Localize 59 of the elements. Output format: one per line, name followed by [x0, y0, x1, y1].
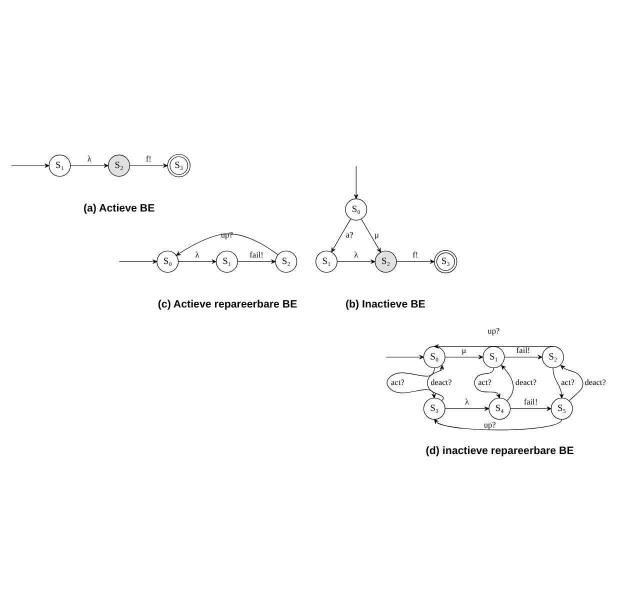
- label: (c) Actieve repareerbare BE: [158, 298, 298, 310]
- arrow: [434, 344, 554, 348]
- node-circle: S₀: [423, 346, 446, 368]
- edge-label: act?: [390, 378, 404, 387]
- arrow: [510, 406, 552, 410]
- edge-label: f!: [412, 250, 418, 260]
- edge-label: μ: [374, 230, 380, 239]
- arrow: [474, 366, 500, 398]
- node-circle: S₅: [550, 397, 573, 420]
- arrow: [331, 218, 352, 252]
- node-circle: S₁: [48, 154, 71, 176]
- arrow: [444, 406, 490, 410]
- arrow: [504, 354, 542, 359]
- arrow: [386, 366, 436, 398]
- edge-label: deact?: [430, 378, 452, 387]
- edge-label: deact?: [515, 378, 537, 387]
- edge-label: a?: [346, 230, 354, 239]
- label: (a) Actieve BE: [83, 202, 155, 214]
- label: (b) Inactieve BE: [345, 298, 426, 310]
- edge-label: f!: [146, 154, 152, 164]
- edge-label: fail!: [516, 346, 530, 355]
- edge-label: fail!: [524, 397, 538, 406]
- arrow: [176, 233, 278, 256]
- node-circle: S₀: [345, 198, 368, 220]
- edge-label: act?: [478, 378, 492, 387]
- arrow: [337, 259, 376, 264]
- arrow: [501, 364, 514, 400]
- node-circle: S₁: [316, 250, 338, 272]
- arrow: [444, 354, 484, 359]
- edge-label: fail!: [250, 250, 264, 260]
- node-circle: S₂: [275, 250, 298, 272]
- label: (d) inactieve repareerbare BE: [426, 444, 574, 456]
- arrow: [434, 418, 562, 430]
- arrow: [237, 259, 276, 264]
- edge-label: up?: [488, 326, 500, 336]
- arrow: [396, 259, 435, 264]
- arrow: [129, 162, 168, 168]
- arrow: [552, 366, 564, 398]
- arrow: [560, 364, 584, 400]
- edge-label: up?: [484, 420, 496, 430]
- node-circle: S₂: [374, 250, 397, 272]
- arrow: [178, 259, 216, 264]
- edge-label: λ: [464, 397, 470, 406]
- arrow: [70, 162, 109, 168]
- node-circle: S₄: [488, 397, 511, 420]
- node-circle: S₁: [216, 250, 238, 272]
- edge-label: deact?: [584, 378, 606, 387]
- edge-label: act?: [561, 378, 574, 387]
- edge-label: μ: [462, 346, 466, 355]
- edge-label: λ: [354, 250, 358, 260]
- node-circle: S₀: [156, 250, 179, 272]
- edge-label: λ: [195, 250, 200, 260]
- node-circle: S₂: [108, 154, 130, 176]
- node-circle: S₃: [423, 397, 446, 420]
- edge-label: λ: [87, 154, 92, 164]
- node-circle: S₁: [482, 346, 505, 368]
- arrow: [361, 218, 381, 252]
- arrow: [427, 364, 444, 400]
- node-circle: S₂: [542, 346, 564, 368]
